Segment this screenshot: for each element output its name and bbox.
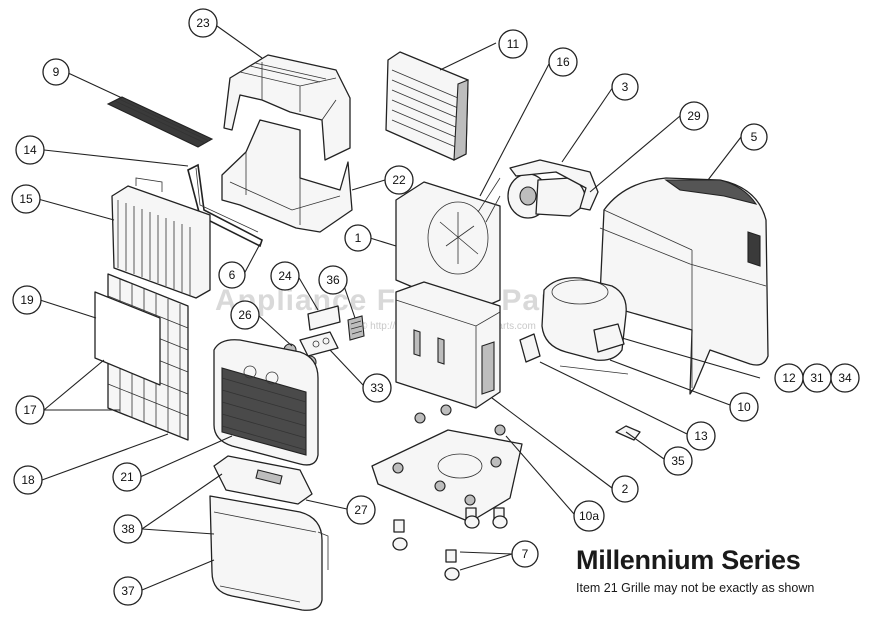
part-evaporator-coil bbox=[111, 177, 211, 299]
callout-11: 11 bbox=[498, 29, 528, 59]
callout-17: 17 bbox=[15, 395, 45, 425]
svg-text:23: 23 bbox=[196, 16, 210, 30]
callout-13: 13 bbox=[686, 421, 716, 451]
callout-22: 22 bbox=[384, 165, 414, 195]
svg-text:37: 37 bbox=[121, 584, 135, 598]
part-bucket-lid bbox=[213, 455, 313, 505]
callout-5: 5 bbox=[740, 123, 768, 151]
svg-text:10a: 10a bbox=[579, 509, 599, 523]
callout-15: 15 bbox=[11, 184, 41, 214]
leader-lines bbox=[37, 25, 761, 591]
callout-35: 35 bbox=[663, 446, 693, 476]
svg-text:11: 11 bbox=[507, 37, 520, 51]
svg-text:18: 18 bbox=[21, 473, 35, 487]
part-filter-strip bbox=[106, 96, 214, 148]
callout-2: 2 bbox=[611, 475, 639, 503]
callout-19: 19 bbox=[12, 285, 42, 315]
svg-text:16: 16 bbox=[556, 55, 570, 69]
part-base-housing bbox=[395, 281, 501, 409]
part-main-cabinet bbox=[599, 177, 769, 395]
part-base-plate bbox=[371, 404, 523, 523]
callout-38: 38 bbox=[113, 514, 143, 544]
part-blower-fan bbox=[507, 159, 599, 219]
callout-14: 14 bbox=[15, 135, 45, 165]
svg-text:22: 22 bbox=[392, 173, 406, 187]
svg-text:38: 38 bbox=[121, 522, 135, 536]
svg-text:27: 27 bbox=[354, 503, 368, 517]
callout-18: 18 bbox=[13, 465, 43, 495]
svg-text:10: 10 bbox=[737, 400, 751, 414]
callout-34: 34 bbox=[830, 363, 860, 393]
svg-text:3: 3 bbox=[622, 80, 629, 94]
svg-text:36: 36 bbox=[326, 273, 340, 287]
svg-text:15: 15 bbox=[19, 192, 33, 206]
svg-text:14: 14 bbox=[23, 143, 37, 157]
callout-26: 26 bbox=[230, 300, 260, 330]
svg-text:33: 33 bbox=[370, 381, 384, 395]
callout-10a: 10a bbox=[573, 500, 605, 532]
callout-7: 7 bbox=[511, 540, 539, 568]
svg-text:21: 21 bbox=[120, 470, 134, 484]
part-bracket-tray bbox=[221, 119, 353, 233]
part-fan-shroud bbox=[395, 177, 501, 313]
part-casters bbox=[392, 507, 508, 581]
callout-36: 36 bbox=[318, 265, 348, 295]
svg-text:9: 9 bbox=[53, 65, 60, 79]
callout-23: 23 bbox=[188, 8, 218, 38]
svg-text:31: 31 bbox=[810, 371, 824, 385]
series-title: Millennium Series bbox=[576, 545, 801, 575]
svg-text:12: 12 bbox=[782, 371, 796, 385]
callout-1: 1 bbox=[344, 224, 372, 252]
part-compressor bbox=[519, 277, 629, 375]
callout-16: 16 bbox=[548, 47, 578, 77]
callout-21: 21 bbox=[112, 462, 142, 492]
svg-text:19: 19 bbox=[20, 293, 34, 307]
series-note: Item 21 Grille may not be exactly as sho… bbox=[576, 581, 815, 595]
part-rear-grille bbox=[94, 273, 189, 441]
svg-text:7: 7 bbox=[522, 547, 529, 561]
svg-text:1: 1 bbox=[355, 231, 362, 245]
svg-text:17: 17 bbox=[23, 403, 37, 417]
part-condenser-coil bbox=[385, 51, 469, 161]
callout-9: 9 bbox=[42, 58, 70, 86]
callout-6: 6 bbox=[218, 261, 246, 289]
callout-24: 24 bbox=[270, 261, 300, 291]
callout-37: 37 bbox=[113, 576, 143, 606]
svg-text:2: 2 bbox=[622, 482, 629, 496]
part-top-cover bbox=[223, 54, 351, 161]
callout-12: 12 bbox=[774, 363, 804, 393]
svg-text:5: 5 bbox=[751, 130, 758, 144]
part-water-bucket bbox=[209, 495, 329, 611]
callout-31: 31 bbox=[802, 363, 832, 393]
svg-text:13: 13 bbox=[694, 429, 708, 443]
part-front-panel bbox=[213, 339, 319, 466]
svg-text:6: 6 bbox=[229, 268, 236, 282]
callout-3: 3 bbox=[611, 73, 639, 101]
callout-29: 29 bbox=[679, 101, 709, 131]
svg-text:34: 34 bbox=[838, 371, 852, 385]
callout-33: 33 bbox=[362, 373, 392, 403]
svg-text:29: 29 bbox=[687, 109, 701, 123]
callout-27: 27 bbox=[346, 495, 376, 525]
svg-text:35: 35 bbox=[671, 454, 685, 468]
callout-10: 10 bbox=[729, 392, 759, 422]
svg-text:26: 26 bbox=[238, 308, 252, 322]
svg-text:24: 24 bbox=[278, 269, 292, 283]
